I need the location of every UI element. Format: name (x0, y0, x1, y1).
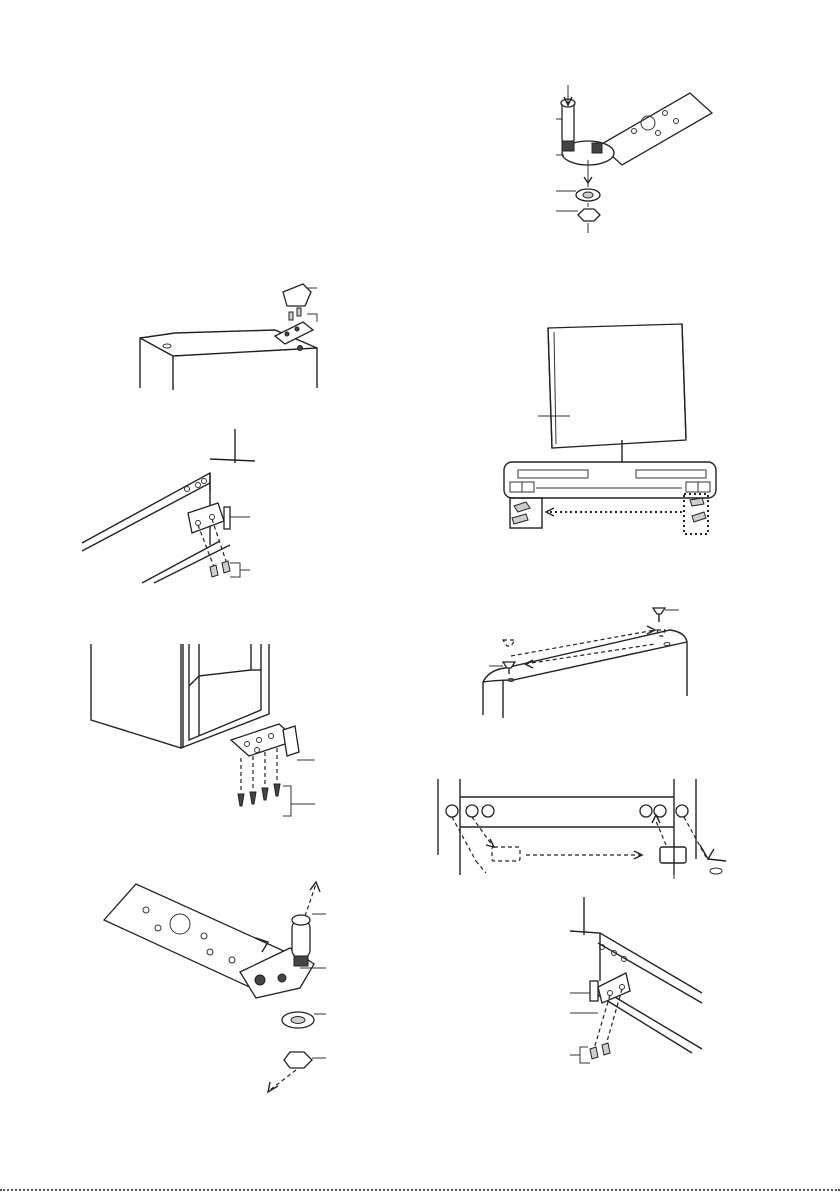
cabinet-top-hinge-cover (135, 278, 335, 398)
cabinet-bottom-hinge (85, 640, 320, 835)
door-top-pin-swap (475, 600, 695, 725)
cabinet-middle-hinge (80, 425, 260, 595)
door-bottom-stopper-swap (430, 775, 735, 890)
cabinet-lower-middle-hinge (560, 895, 710, 1090)
freezer-door-panel (500, 320, 725, 550)
hinge-pin-exploded-top (540, 85, 720, 240)
page-bottom-rule (0, 1189, 840, 1191)
hinge-pin-exploded-bottom (100, 880, 335, 1100)
